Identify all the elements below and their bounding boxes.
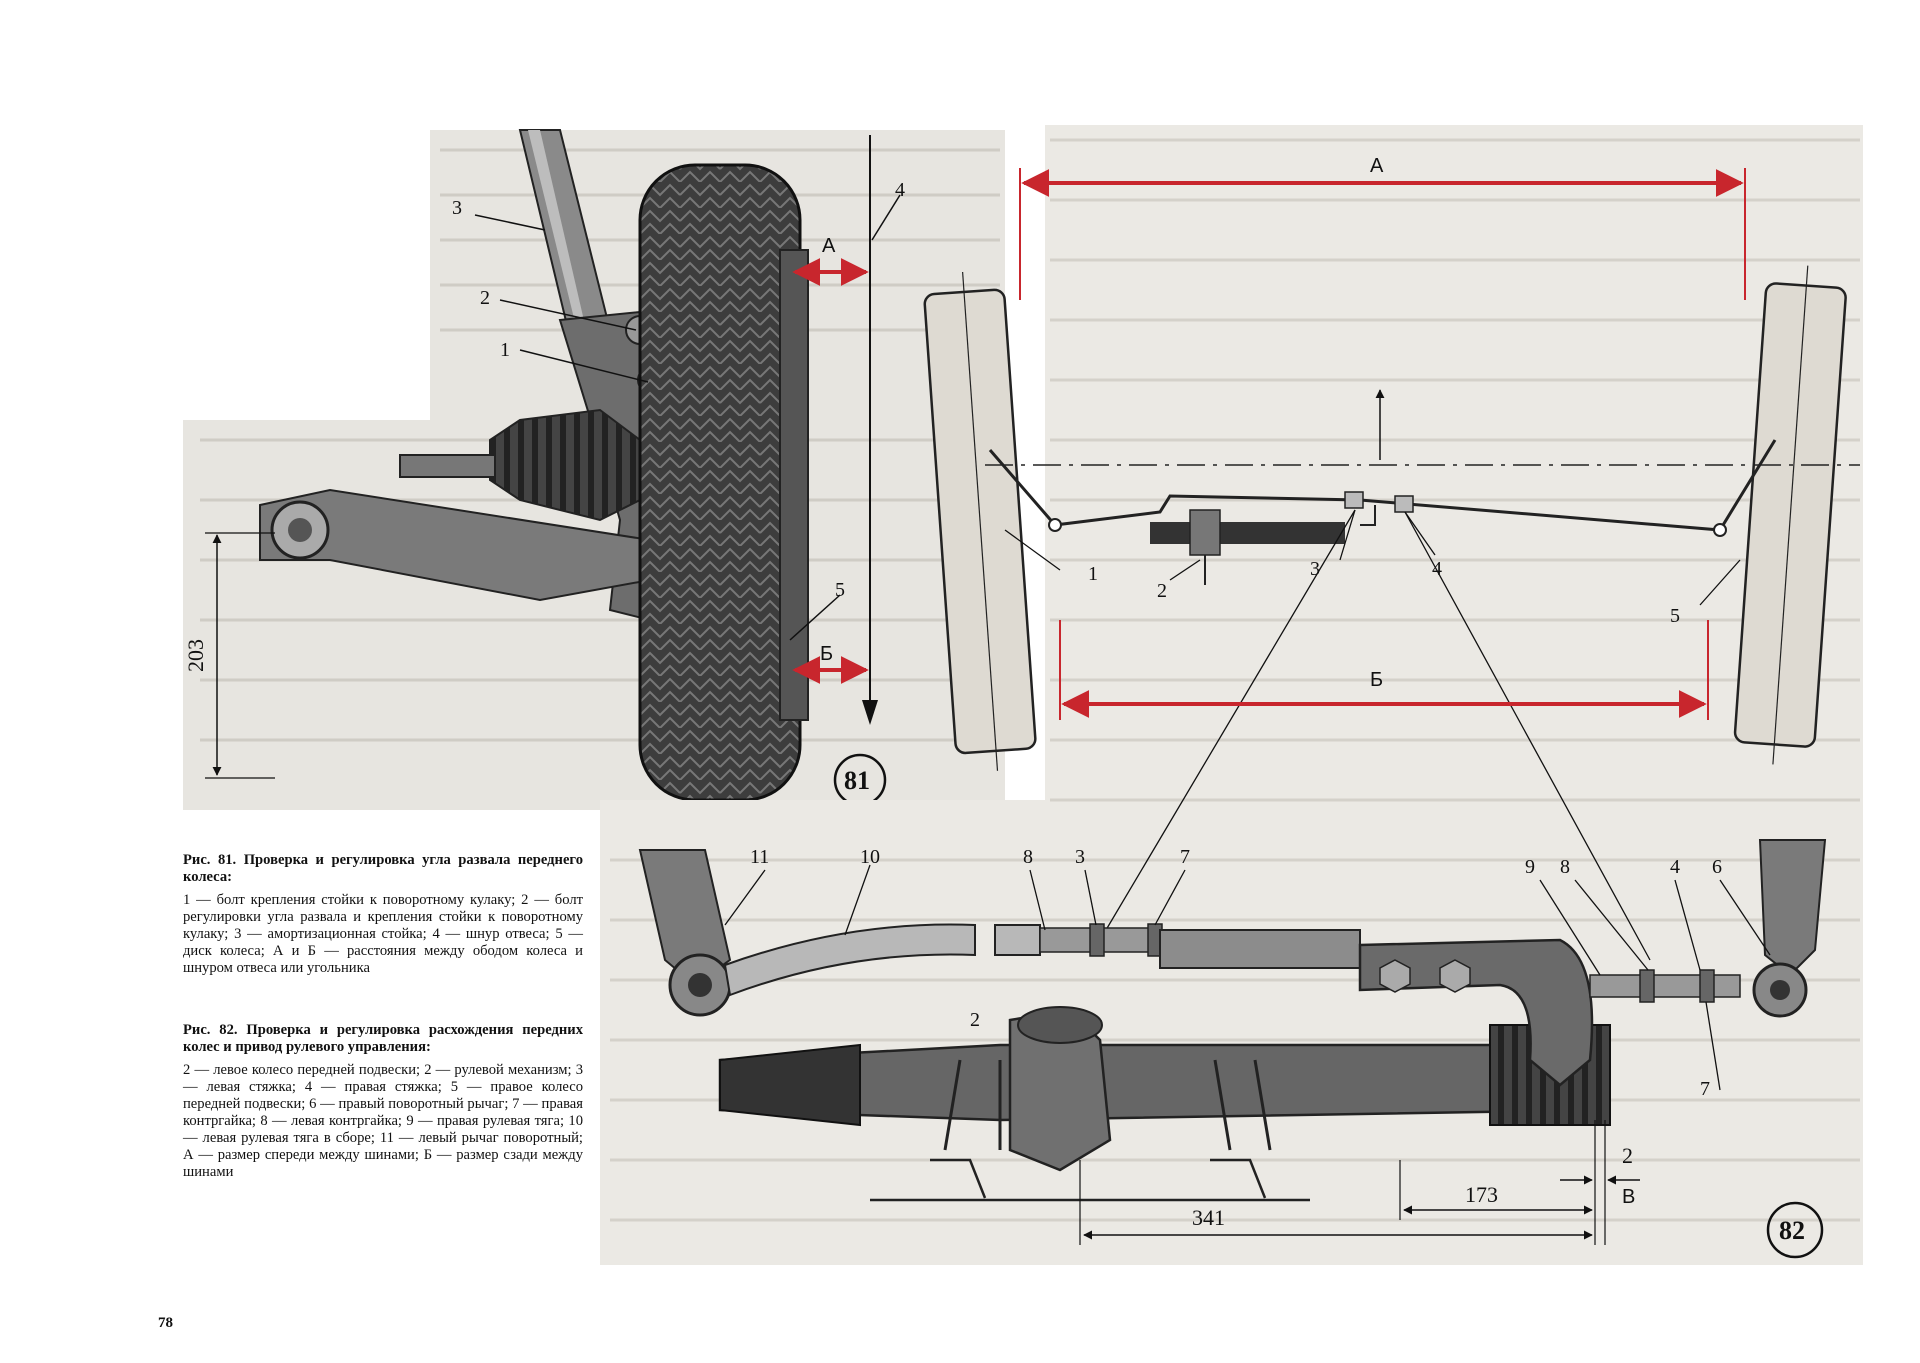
callout-10-fig82: 10 <box>860 846 880 868</box>
callout-7-left-fig82: 7 <box>1180 846 1190 868</box>
callout-4-fig81: 4 <box>895 179 905 201</box>
callout-11-fig82: 11 <box>750 846 769 868</box>
steering-rack-plan <box>1150 522 1345 544</box>
callout-9-fig82: 9 <box>1525 856 1535 878</box>
callout-4-fig82-top: 4 <box>1432 558 1442 580</box>
figure-81: А Б 3 2 1 4 5 203 81 <box>183 129 1005 810</box>
callout-8-right-fig82: 8 <box>1560 856 1570 878</box>
letter-v-fig82: В <box>1622 1186 1635 1208</box>
dim-203-label: 203 <box>183 639 208 672</box>
caption-fig82-title: Рис. 82. Проверка и регулировка расхожде… <box>183 1022 583 1055</box>
callout-5-fig81: 5 <box>835 579 845 601</box>
page-number: 78 <box>158 1315 173 1331</box>
letter-a-fig82: А <box>1370 155 1384 177</box>
lower-arm <box>259 488 651 602</box>
caption-fig81-title: Рис. 81. Проверка и регулировка угла раз… <box>183 852 583 885</box>
left-tie-rod-assembly <box>723 923 976 997</box>
fig81-number: 81 <box>844 766 870 795</box>
caption-fig82-body: 2 — левое колесо передней подвески; 2 — … <box>183 1062 583 1180</box>
callout-5-fig82-top: 5 <box>1670 605 1680 627</box>
callout-1-fig82-top: 1 <box>1088 563 1098 585</box>
dim-173-label: 173 <box>1465 1182 1498 1207</box>
letter-b-fig81: Б <box>820 643 833 665</box>
callout-4-fig82: 4 <box>1670 856 1680 878</box>
left-boot <box>719 1043 861 1127</box>
fig82-number-circle <box>1766 1201 1824 1259</box>
tie-rod-left <box>988 449 1361 527</box>
callout-3-fig82-top: 3 <box>1310 558 1320 580</box>
tie-rod-bracket <box>1358 938 1594 1087</box>
callout-3-fig82: 3 <box>1075 846 1085 868</box>
figure-82-steering-gear: 11 10 8 3 7 2 9 8 4 6 7 341 173 2 В 82 <box>638 839 1827 1259</box>
callout-2-fig81: 2 <box>480 287 490 309</box>
dim-2-label: 2 <box>1622 1143 1633 1168</box>
callout-2-fig82-top: 2 <box>1157 580 1167 602</box>
letter-b-fig82: Б <box>1370 669 1383 691</box>
callout-2-fig82: 2 <box>970 1009 980 1031</box>
fig82-number: 82 <box>1779 1216 1805 1245</box>
dim-341-label: 341 <box>1192 1205 1225 1230</box>
callout-3-fig81: 3 <box>452 197 462 219</box>
callout-8-left-fig82: 8 <box>1023 846 1033 868</box>
callout-6-fig82: 6 <box>1712 856 1722 878</box>
letter-a-fig81: А <box>822 235 836 257</box>
caption-fig81-body: 1 — болт крепления стойки к поворотному … <box>183 892 583 976</box>
caption-fig82: Рис. 82. Проверка и регулировка расхожде… <box>183 1022 583 1181</box>
wheel-tire-fig81 <box>638 163 802 802</box>
callout-7-right-fig82: 7 <box>1700 1078 1710 1100</box>
callout-1-fig81: 1 <box>500 339 510 361</box>
caption-fig81: Рис. 81. Проверка и регулировка угла раз… <box>183 852 583 977</box>
